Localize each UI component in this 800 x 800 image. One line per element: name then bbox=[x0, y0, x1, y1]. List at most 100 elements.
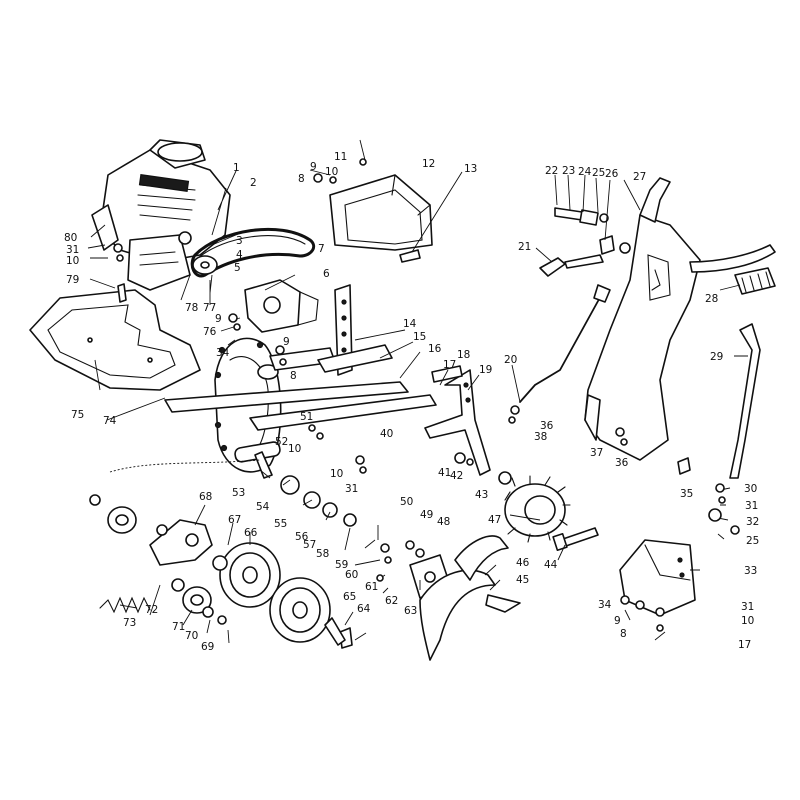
callout-7: 7 bbox=[318, 243, 325, 255]
callout-24: 24 bbox=[578, 166, 592, 178]
callout-41: 41 bbox=[438, 467, 451, 479]
callout-20: 20 bbox=[504, 354, 517, 366]
callout-13: 13 bbox=[464, 163, 477, 175]
callout-77: 77 bbox=[203, 302, 216, 314]
drive-belt bbox=[190, 227, 316, 278]
callout-16: 16 bbox=[428, 343, 442, 355]
callout-52: 52 bbox=[275, 436, 288, 448]
callout-32: 32 bbox=[746, 516, 759, 528]
callout-8: 8 bbox=[298, 173, 305, 185]
callout-14: 14 bbox=[403, 318, 417, 330]
callout-19: 19 bbox=[479, 364, 492, 376]
callout-11: 11 bbox=[334, 151, 347, 163]
callout-56: 56 bbox=[295, 531, 309, 543]
callout-72: 72 bbox=[145, 604, 158, 616]
callout-31-engine: 31 bbox=[66, 244, 79, 256]
callout-31-hitch: 31 bbox=[741, 601, 754, 613]
callout-76: 76 bbox=[203, 326, 217, 338]
callout-10-frame: 10 bbox=[288, 443, 301, 455]
callout-10-engine: 10 bbox=[66, 255, 79, 267]
callout-31: 31 bbox=[745, 500, 758, 512]
callout-37: 37 bbox=[590, 447, 603, 459]
callout-71: 71 bbox=[172, 621, 185, 633]
bolts bbox=[117, 249, 691, 649]
callout-36-handle: 36 bbox=[615, 457, 629, 469]
belt-cover bbox=[329, 174, 433, 251]
callout-53: 53 bbox=[232, 487, 245, 499]
callout-8-frame: 8 bbox=[290, 370, 297, 382]
callout-75: 75 bbox=[71, 409, 84, 421]
engine bbox=[91, 139, 231, 291]
callout-10: 10 bbox=[325, 166, 338, 178]
callout-54: 54 bbox=[256, 501, 270, 513]
callout-18: 18 bbox=[457, 349, 470, 361]
drive-axle bbox=[254, 451, 357, 527]
callout-35: 35 bbox=[680, 488, 693, 500]
callout-78: 78 bbox=[185, 302, 198, 314]
callout-57: 57 bbox=[303, 539, 316, 551]
callout-25-lower: 25 bbox=[746, 535, 759, 547]
callout-29: 29 bbox=[710, 351, 723, 363]
main-frame bbox=[164, 347, 437, 431]
callout-3: 3 bbox=[236, 235, 243, 247]
pulleys bbox=[107, 506, 331, 643]
tension-spring bbox=[99, 596, 151, 614]
shaft-bracket bbox=[424, 365, 491, 476]
callout-49: 49 bbox=[420, 509, 433, 521]
callout-62: 62 bbox=[385, 595, 398, 607]
handle-assembly bbox=[584, 177, 776, 461]
shift-rod bbox=[729, 323, 761, 479]
callout-46: 46 bbox=[516, 557, 530, 569]
callout-36: 36 bbox=[540, 420, 554, 432]
callout-69: 69 bbox=[201, 641, 214, 653]
callout-23: 23 bbox=[562, 165, 575, 177]
callout-66: 66 bbox=[244, 527, 258, 539]
callout-21: 21 bbox=[518, 241, 531, 253]
tine-assembly bbox=[409, 535, 521, 661]
shift-lever-parts bbox=[539, 207, 631, 277]
callout-40: 40 bbox=[380, 428, 393, 440]
depth-bar bbox=[317, 284, 393, 376]
callout-2: 2 bbox=[250, 177, 257, 189]
callout-4: 4 bbox=[236, 249, 243, 261]
callout-73: 73 bbox=[123, 617, 136, 629]
base-plate bbox=[29, 289, 201, 391]
callout-17: 17 bbox=[443, 359, 456, 371]
callout-60: 60 bbox=[345, 569, 358, 581]
callout-43: 43 bbox=[475, 489, 488, 501]
callout-27: 27 bbox=[633, 171, 646, 183]
callout-25: 25 bbox=[592, 167, 605, 179]
callout-33: 33 bbox=[744, 565, 757, 577]
mount-bracket bbox=[244, 279, 319, 333]
callout-8-hitch: 8 bbox=[620, 628, 627, 640]
callout-67: 67 bbox=[228, 514, 241, 526]
callout-63: 63 bbox=[404, 605, 417, 617]
callout-26: 26 bbox=[605, 168, 619, 180]
callout-22: 22 bbox=[545, 165, 558, 177]
hardware bbox=[89, 158, 740, 632]
idler-arm bbox=[149, 519, 213, 566]
callout-70: 70 bbox=[185, 630, 198, 642]
callout-59: 59 bbox=[335, 559, 348, 571]
callout-50: 50 bbox=[400, 496, 413, 508]
callout-80: 80 bbox=[64, 232, 77, 244]
callout-74: 74 bbox=[103, 415, 117, 427]
callout-9-hitch: 9 bbox=[614, 615, 621, 627]
callout-15: 15 bbox=[413, 331, 426, 343]
callout-6: 6 bbox=[323, 268, 330, 280]
callout-30: 30 bbox=[744, 483, 757, 495]
callout-1: 1 bbox=[233, 162, 240, 174]
callout-10-lower: 10 bbox=[330, 468, 343, 480]
control-cable bbox=[519, 284, 611, 403]
callout-79: 79 bbox=[66, 274, 79, 286]
callout-64: 64 bbox=[357, 603, 371, 615]
callout-45: 45 bbox=[516, 574, 529, 586]
callout-65: 65 bbox=[343, 591, 356, 603]
wheel-tire bbox=[504, 475, 571, 543]
callout-42: 42 bbox=[450, 470, 463, 482]
callout-47: 47 bbox=[488, 514, 501, 526]
callout-34: 34 bbox=[216, 347, 230, 359]
callout-51: 51 bbox=[300, 411, 313, 423]
